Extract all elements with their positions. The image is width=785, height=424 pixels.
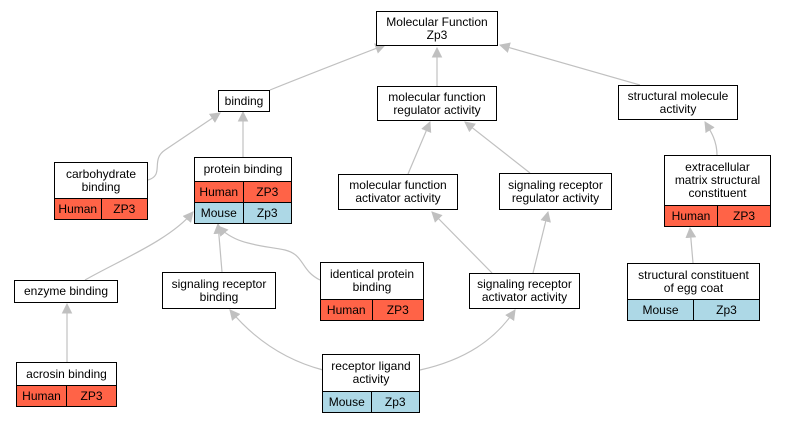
species-cell: Human xyxy=(665,206,717,226)
node-label-line: regulator activity xyxy=(393,102,481,117)
node-protein-binding[interactable]: protein binding Human ZP3 Mouse Zp3 xyxy=(194,157,292,224)
species-cell: Human xyxy=(17,386,66,406)
edge-sraa-to-srra xyxy=(532,210,551,274)
node-molecular-function-regulator-activity[interactable]: molecular function regulator activity xyxy=(377,86,497,121)
node-identical-protein-binding[interactable]: identical protein binding Human ZP3 xyxy=(320,262,424,321)
node-carbohydrate-binding[interactable]: carbohydrate binding Human ZP3 xyxy=(54,162,148,220)
gene-cell: ZP3 xyxy=(371,300,423,320)
edge-sma-to-root xyxy=(498,42,641,86)
gene-cell: Zp3 xyxy=(370,392,419,412)
node-enzyme-binding[interactable]: enzyme binding xyxy=(14,280,118,303)
node-molecular-function-activator-activity[interactable]: molecular function activator activity xyxy=(338,174,458,210)
node-label-line: identical protein xyxy=(329,267,415,281)
annotation-row: Human ZP3 xyxy=(665,205,770,226)
annotation-row: Human ZP3 xyxy=(17,385,116,406)
node-label-line: extracellular xyxy=(685,160,750,174)
node-label-line: matrix structural xyxy=(674,173,761,187)
node-label-line: signaling receptor xyxy=(171,276,267,291)
edge-binding-to-root xyxy=(269,43,387,91)
species-cell: Mouse xyxy=(628,300,693,320)
node-signaling-receptor-activator-activity[interactable]: signaling receptor activator activity xyxy=(469,273,580,309)
edge-ecm-to-sma xyxy=(704,121,718,156)
node-structural-constituent-of-egg-coat[interactable]: structural constituent of egg coat Mouse… xyxy=(627,263,760,321)
node-signaling-receptor-binding[interactable]: signaling receptor binding xyxy=(162,272,276,309)
annotation-row: Mouse Zp3 xyxy=(195,202,291,223)
gene-cell: Zp3 xyxy=(693,300,759,320)
annotation-row: Mouse Zp3 xyxy=(323,391,419,412)
annotation-row: Human ZP3 xyxy=(195,181,291,202)
node-label-line: receptor ligand xyxy=(331,359,411,373)
node-label-line: protein binding xyxy=(203,162,283,176)
node-label-line: signaling receptor xyxy=(508,177,603,192)
edge-rla-to-sraa xyxy=(419,309,516,371)
node-label-line: regulator activity xyxy=(511,190,600,205)
node-label-line: of egg coat xyxy=(663,280,724,295)
edge-srra-to-mfra xyxy=(464,121,531,174)
node-label-line: binding xyxy=(224,93,264,108)
node-label-line: molecular function xyxy=(349,178,447,192)
node-receptor-ligand-activity[interactable]: receptor ligand activity Mouse Zp3 xyxy=(322,354,420,413)
species-cell: Human xyxy=(195,182,243,202)
annotation-row: Human ZP3 xyxy=(55,198,147,219)
node-label-line: Molecular Function xyxy=(386,14,488,29)
edge-egg-to-ecm xyxy=(685,226,697,264)
species-cell: Mouse xyxy=(323,392,371,412)
gene-cell: ZP3 xyxy=(717,206,770,226)
node-label-line: constituent xyxy=(688,186,747,200)
edge-enzyme-to-protein xyxy=(84,211,194,281)
node-label-line: binding xyxy=(199,289,239,304)
gene-cell: ZP3 xyxy=(242,182,291,202)
node-structural-molecule-activity[interactable]: structural molecule activity xyxy=(618,85,738,120)
node-label-line: structural molecule xyxy=(627,88,729,103)
node-label-line: structural constituent xyxy=(638,267,749,282)
node-label-line: signaling receptor xyxy=(477,277,572,291)
edge-ipb-to-protein xyxy=(217,225,321,281)
species-cell: Mouse xyxy=(195,203,243,223)
node-extracellular-matrix-structural-constituent[interactable]: extracellular matrix structural constitu… xyxy=(664,155,771,227)
species-cell: Human xyxy=(321,300,372,320)
gene-cell: ZP3 xyxy=(66,386,116,406)
edge-carb-to-binding xyxy=(147,112,221,181)
node-label-line: binding xyxy=(81,179,121,194)
node-label-line: activator activity xyxy=(481,290,568,304)
node-acrosin-binding[interactable]: acrosin binding Human ZP3 xyxy=(16,362,117,407)
node-label-line: activator activity xyxy=(355,191,441,205)
node-signaling-receptor-regulator-activity[interactable]: signaling receptor regulator activity xyxy=(499,173,612,210)
node-label-line: carbohydrate xyxy=(65,166,137,181)
node-label-line: activity xyxy=(352,372,390,386)
node-label-line: acrosin binding xyxy=(26,366,107,381)
node-label-line: molecular function xyxy=(388,89,486,104)
node-label-line: binding xyxy=(352,280,392,294)
gene-cell: Zp3 xyxy=(242,203,291,223)
edge-srb-to-protein xyxy=(213,222,225,273)
annotation-row: Mouse Zp3 xyxy=(628,299,759,320)
edge-sraa-to-mfaa xyxy=(431,211,493,274)
edge-mfaa-to-mfra xyxy=(407,121,432,175)
node-molecular-function-root[interactable]: Molecular Function Zp3 xyxy=(376,11,498,46)
edge-rla-to-srb xyxy=(229,309,324,371)
annotation-row: Human ZP3 xyxy=(321,299,423,320)
node-label-line: Zp3 xyxy=(426,27,448,42)
gene-cell: ZP3 xyxy=(100,199,147,219)
node-label-line: enzyme binding xyxy=(23,284,109,298)
node-binding[interactable]: binding xyxy=(218,90,270,112)
node-label-line: activity xyxy=(659,101,697,116)
species-cell: Human xyxy=(55,199,101,219)
